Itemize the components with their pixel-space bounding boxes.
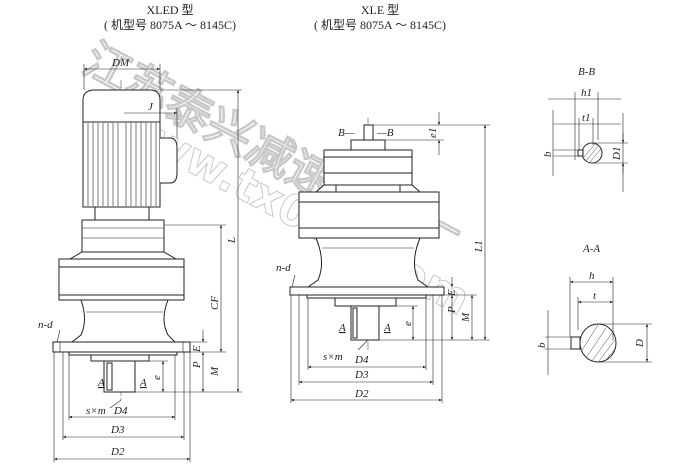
label-D4: D4 xyxy=(113,405,128,417)
housing-neck xyxy=(70,299,177,343)
label-sxm: s×m xyxy=(323,351,343,363)
key xyxy=(570,336,581,350)
label-L1: L1 xyxy=(473,240,485,253)
section-a-a: A-A h t b D xyxy=(536,243,652,375)
label-D4: D4 xyxy=(354,354,369,366)
right-range: ( 机型号 8075A ～ 8145C) xyxy=(313,18,446,32)
xle-drawing: B— —B e1 L1 n-d E P M e A A s×m D4 D3 D2 xyxy=(276,112,490,403)
label-E: E xyxy=(446,289,458,297)
label-M: M xyxy=(209,366,221,377)
shaft-key xyxy=(352,307,358,339)
label-A-right: A xyxy=(139,377,147,389)
label-D2: D2 xyxy=(110,446,125,458)
label-t: t xyxy=(593,290,597,302)
gearbox xyxy=(58,258,185,301)
section-bb-title: B-B xyxy=(578,66,595,78)
label-B-right: —B xyxy=(376,127,394,139)
label-CF: CF xyxy=(209,296,221,310)
label-B-left: B— xyxy=(338,127,355,139)
label-D: D xyxy=(634,339,646,348)
left-model: XLED 型 xyxy=(146,3,194,17)
coupling-housing xyxy=(81,219,165,253)
right-model: XLE 型 xyxy=(360,3,400,17)
label-D1: D1 xyxy=(611,147,623,161)
label-DM: DM xyxy=(111,57,130,69)
label-n-d: n-d xyxy=(38,319,53,331)
section-aa-title: A-A xyxy=(582,243,600,255)
label-D2: D2 xyxy=(354,388,369,400)
left-title: XLED 型 ( 机型号 8075A ～ 8145C) xyxy=(85,3,255,33)
mounting-flange xyxy=(52,341,191,353)
label-D3: D3 xyxy=(354,369,369,381)
label-h1: h1 xyxy=(581,87,592,99)
label-D3: D3 xyxy=(110,424,125,436)
right-title: XLE 型 ( 机型号 8075A ～ 8145C) xyxy=(295,3,465,33)
motor-cap xyxy=(82,89,161,123)
motor-body xyxy=(82,121,161,208)
shaft-key xyxy=(106,362,113,391)
input-shaft xyxy=(363,124,374,141)
label-b: b xyxy=(542,151,554,157)
label-n-d: n-d xyxy=(276,262,291,274)
label-J: J xyxy=(148,101,154,113)
left-range: ( 机型号 8075A ～ 8145C) xyxy=(103,18,236,32)
label-A-left: A xyxy=(338,322,346,334)
label-P: P xyxy=(191,361,203,369)
label-h: h xyxy=(589,270,595,282)
xled-drawing: DM J L CF n-d E P M e A A s×m D4 D3 D2 xyxy=(38,57,242,462)
label-sxm: s×m xyxy=(86,405,106,417)
label-e: e xyxy=(402,321,414,326)
label-e1: e1 xyxy=(427,128,439,138)
label-P: P xyxy=(446,306,458,314)
label-E: E xyxy=(191,345,203,353)
label-A-left: A xyxy=(97,377,105,389)
label-b: b xyxy=(536,342,548,348)
label-A-right: A xyxy=(383,322,391,334)
gearbox xyxy=(298,191,440,239)
mounting-flange xyxy=(289,286,445,296)
label-t1: t1 xyxy=(582,112,591,124)
label-e: e xyxy=(151,375,163,380)
label-M: M xyxy=(460,312,472,323)
terminal-box xyxy=(160,137,178,184)
label-L: L xyxy=(226,237,238,244)
section-b-b: B-B h1 t1 b D1 xyxy=(542,66,628,192)
